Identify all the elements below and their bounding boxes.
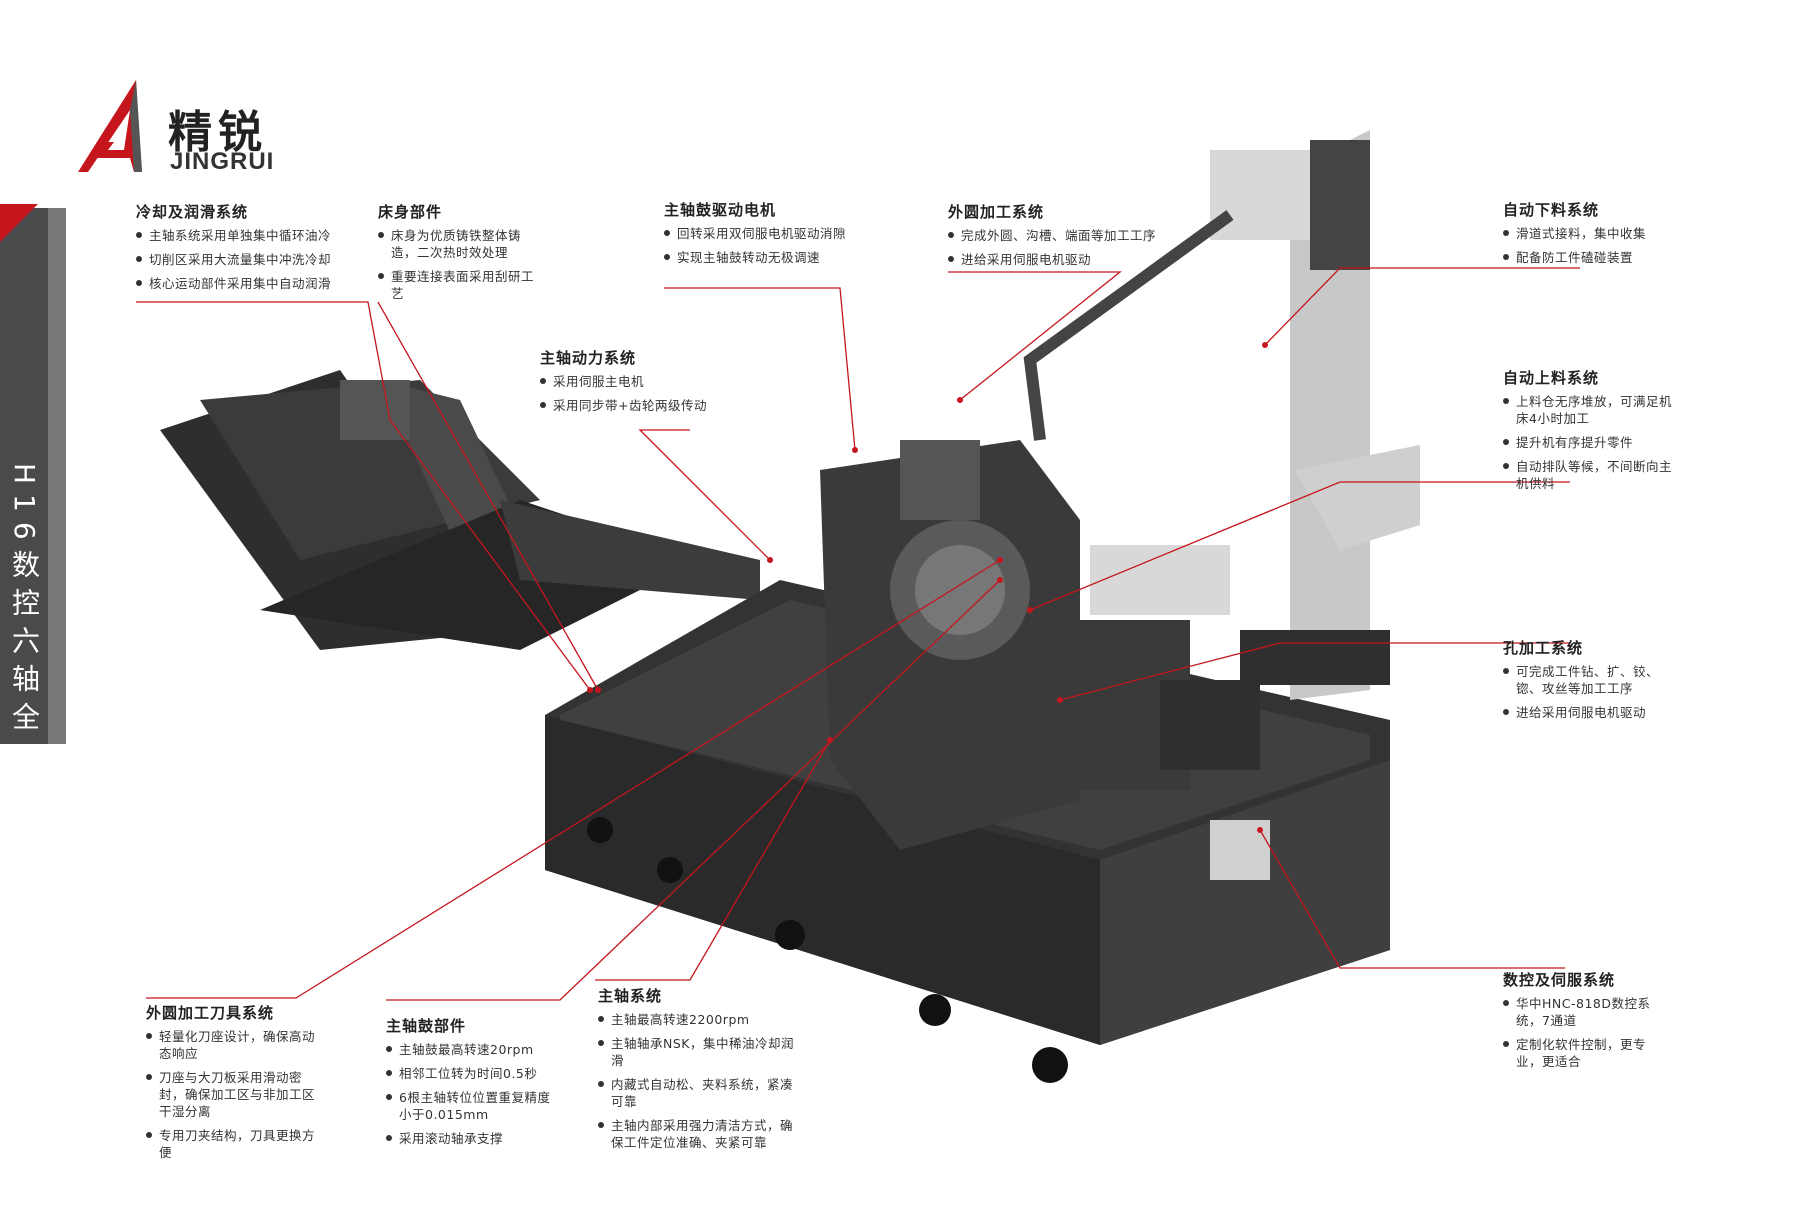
list-item: 采用同步带+齿轮两级传动: [540, 397, 710, 414]
section-hole: 孔加工系统 可完成工件钻、扩、铰、锪、攻丝等加工工序 进给采用伺服电机驱动: [1503, 640, 1673, 728]
list-item: 采用伺服主电机: [540, 373, 710, 390]
list-item: 轻量化刀座设计，确保高动态响应: [146, 1028, 321, 1062]
section-title: 主轴鼓部件: [386, 1017, 467, 1035]
section-title: 主轴鼓驱动电机: [664, 201, 777, 219]
section-title: 外圆加工系统: [948, 203, 1045, 221]
section-bed: 床身部件 床身为优质铸铁整体铸造，二次热时效处理 重要连接表面采用刮研工艺: [378, 204, 538, 309]
list-item: 提升机有序提升零件: [1503, 434, 1673, 451]
list-item: 主轴内部采用强力清洁方式，确保工件定位准确、夹紧可靠: [598, 1117, 798, 1151]
section-spindle: 主轴系统 主轴最高转速2200rpm 主轴轴承NSK，集中稀油冷却润滑 内藏式自…: [598, 988, 798, 1158]
section-title: 床身部件: [378, 203, 443, 221]
list-item: 实现主轴鼓转动无极调速: [664, 249, 874, 266]
list-item: 可完成工件钻、扩、铰、锪、攻丝等加工工序: [1503, 663, 1673, 697]
section-spindle-power: 主轴动力系统 采用伺服主电机 采用同步带+齿轮两级传动: [540, 350, 710, 421]
list-item: 切削区采用大流量集中冲洗冷却: [136, 251, 376, 268]
list-item: 主轴鼓最高转速20rpm: [386, 1041, 561, 1058]
list-item: 定制化软件控制，更专业，更适合: [1503, 1036, 1668, 1070]
list-item: 床身为优质铸铁整体铸造，二次热时效处理: [378, 227, 538, 261]
tab-edge: [48, 208, 66, 744]
list-item: 采用滚动轴承支撑: [386, 1130, 561, 1147]
list-item: 相邻工位转为时间0.5秒: [386, 1065, 561, 1082]
section-cnc: 数控及伺服系统 华中HNC-818D数控系统，7通道 定制化软件控制，更专业，更…: [1503, 972, 1668, 1077]
list-item: 核心运动部件采用集中自动润滑: [136, 275, 376, 292]
list-item: 专用刀夹结构，刀具更换方便: [146, 1127, 321, 1161]
list-item: 主轴轴承NSK，集中稀油冷却润滑: [598, 1035, 798, 1069]
section-title: 数控及伺服系统: [1503, 971, 1616, 989]
section-auto-unload: 自动下料系统 滑道式接料，集中收集 配备防工件磕碰装置: [1503, 202, 1693, 273]
list-item: 配备防工件磕碰装置: [1503, 249, 1693, 266]
list-item: 上料仓无序堆放，可满足机床4小时加工: [1503, 393, 1673, 427]
list-item: 回转采用双伺服电机驱动消隙: [664, 225, 874, 242]
side-title-tab: H16数控六轴全自动机床: [0, 204, 66, 744]
side-title: H16数控六轴全自动机床: [0, 462, 41, 740]
section-od-machining: 外圆加工系统 完成外圆、沟槽、端面等加工工序 进给采用伺服电机驱动: [948, 204, 1168, 275]
section-title: 孔加工系统: [1503, 639, 1584, 657]
tab-red-corner: [0, 204, 38, 242]
brand-name-en: JINGRUI: [170, 148, 275, 175]
section-drum-motor: 主轴鼓驱动电机 回转采用双伺服电机驱动消隙 实现主轴鼓转动无极调速: [664, 202, 874, 273]
section-drum: 主轴鼓部件 主轴鼓最高转速20rpm 相邻工位转为时间0.5秒 6根主轴转位位置…: [386, 1018, 561, 1154]
list-item: 滑道式接料，集中收集: [1503, 225, 1693, 242]
section-title: 主轴动力系统: [540, 349, 637, 367]
section-title: 冷却及润滑系统: [136, 203, 249, 221]
list-item: 重要连接表面采用刮研工艺: [378, 268, 538, 302]
list-item: 华中HNC-818D数控系统，7通道: [1503, 995, 1668, 1029]
list-item: 内藏式自动松、夹料系统，紧凑可靠: [598, 1076, 798, 1110]
list-item: 主轴系统采用单独集中循环油冷: [136, 227, 376, 244]
list-item: 刀座与大刀板采用滑动密封，确保加工区与非加工区干湿分离: [146, 1069, 321, 1120]
section-auto-load: 自动上料系统 上料仓无序堆放，可满足机床4小时加工 提升机有序提升零件 自动排队…: [1503, 370, 1673, 499]
section-od-tool: 外圆加工刀具系统 轻量化刀座设计，确保高动态响应 刀座与大刀板采用滑动密封，确保…: [146, 1005, 321, 1168]
list-item: 进给采用伺服电机驱动: [948, 251, 1168, 268]
list-item: 进给采用伺服电机驱动: [1503, 704, 1673, 721]
section-title: 主轴系统: [598, 987, 663, 1005]
jingrui-logo-icon: [78, 80, 142, 172]
list-item: 主轴最高转速2200rpm: [598, 1011, 798, 1028]
section-title: 自动下料系统: [1503, 201, 1600, 219]
section-title: 自动上料系统: [1503, 369, 1600, 387]
section-cooling: 冷却及润滑系统 主轴系统采用单独集中循环油冷 切削区采用大流量集中冲洗冷却 核心…: [136, 204, 376, 299]
list-item: 6根主轴转位位置重复精度小于0.015mm: [386, 1089, 561, 1123]
list-item: 完成外圆、沟槽、端面等加工工序: [948, 227, 1168, 244]
section-title: 外圆加工刀具系统: [146, 1004, 275, 1022]
list-item: 自动排队等候，不间断向主机供料: [1503, 458, 1673, 492]
brand-name-cn: 精锐: [168, 107, 268, 158]
